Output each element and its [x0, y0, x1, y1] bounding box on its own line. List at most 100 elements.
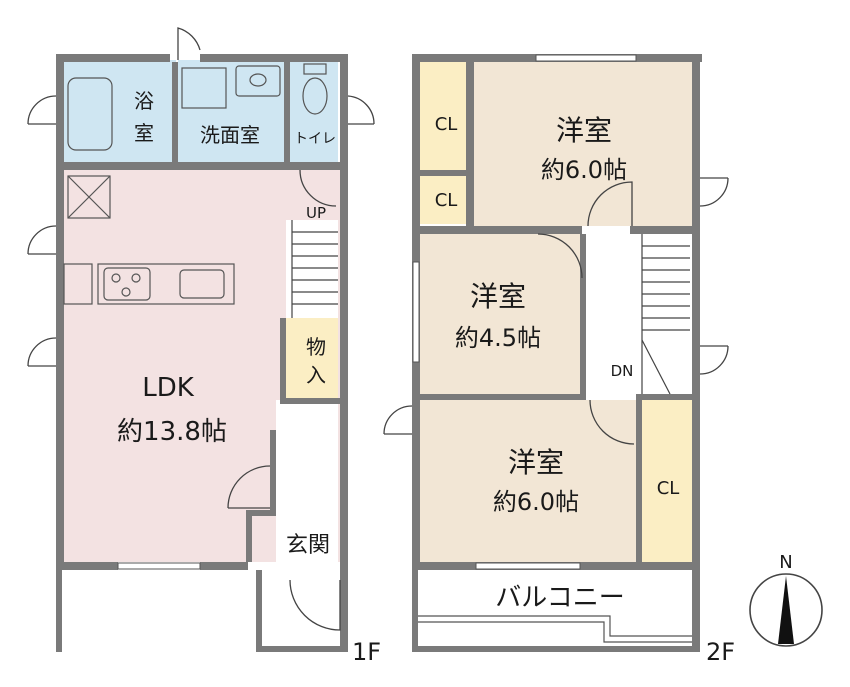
- balcony-rail: [418, 621, 692, 643]
- wall: [256, 570, 262, 652]
- entrance-area: [276, 400, 338, 562]
- wall: [466, 62, 474, 230]
- wall: [340, 54, 348, 652]
- door-swing: [27, 337, 57, 367]
- bathroom-area: [64, 60, 176, 162]
- window: [412, 261, 420, 363]
- wall: [200, 562, 248, 570]
- wall: [420, 394, 586, 400]
- window: [535, 54, 637, 62]
- washroom-area: [178, 60, 286, 162]
- washbasin: [235, 65, 281, 97]
- closet-1-label: CL: [435, 114, 458, 135]
- closet-3-label: CL: [657, 478, 680, 499]
- kitchen-sink: [179, 269, 225, 299]
- door-swing: [699, 345, 729, 375]
- door-swing: [289, 579, 341, 631]
- fridge-space: [63, 263, 93, 305]
- stairs-2f: [641, 234, 690, 395]
- wall: [420, 170, 470, 176]
- stair-down-label: DN: [611, 362, 634, 380]
- door-swing: [347, 95, 375, 125]
- door-swing: [589, 399, 635, 445]
- burner: [131, 273, 141, 283]
- washer-space: [181, 67, 227, 109]
- window: [117, 562, 201, 570]
- bath-label-1: 浴: [134, 89, 154, 113]
- closet-2-label: CL: [435, 190, 458, 211]
- toilet-label: トイレ: [294, 131, 336, 147]
- western-room-2-label: 洋室: [470, 280, 526, 313]
- western-room-1-label: 洋室: [556, 114, 612, 147]
- wall: [630, 226, 700, 234]
- wall: [692, 54, 700, 570]
- balcony-rail: [418, 615, 692, 637]
- western-room-2-area: [420, 234, 580, 394]
- wall: [636, 400, 642, 562]
- floor-2-label: 2F: [706, 638, 735, 666]
- wall: [200, 54, 348, 62]
- wall: [692, 570, 700, 652]
- door-swing: [587, 181, 633, 227]
- door-swing: [383, 405, 413, 435]
- stair-area-1f: [286, 220, 338, 318]
- entrance-label: 玄関: [286, 533, 330, 558]
- kitchen-counter: [97, 263, 235, 305]
- closet-3-area: [642, 400, 692, 562]
- wall: [172, 62, 178, 162]
- bath-label-2: 室: [134, 121, 154, 145]
- door-swing: [27, 225, 57, 255]
- vent-box: [67, 175, 111, 219]
- wall: [412, 646, 700, 652]
- wall: [284, 62, 290, 162]
- wall: [246, 510, 276, 516]
- wall: [56, 54, 170, 62]
- wall: [280, 318, 286, 404]
- bathtub: [67, 77, 113, 151]
- wall: [256, 646, 348, 652]
- western-room-1-size: 約6.0帖: [541, 156, 627, 184]
- stairs-1f: [291, 220, 338, 318]
- door-swing: [27, 95, 57, 125]
- western-room-3-area: [420, 400, 638, 562]
- closet-1-area: [420, 62, 472, 170]
- vent-line: [67, 175, 111, 219]
- wall: [420, 226, 582, 234]
- stove: [103, 267, 151, 301]
- wall: [56, 162, 340, 170]
- burner: [111, 273, 121, 283]
- wall: [56, 562, 118, 570]
- ldk-size-label: 約13.8帖: [117, 417, 227, 447]
- floor-1: 浴 室 洗面室 トイレ LDK 約13.8帖 物 入 玄関 UP 1F: [27, 27, 381, 666]
- balcony-label: バルコニー: [495, 583, 624, 613]
- western-room-1-area: [474, 62, 692, 226]
- compass-north-label: N: [779, 552, 792, 573]
- western-room-3-label: 洋室: [508, 446, 564, 479]
- floor-2: 洋室 約6.0帖 CL CL 洋室 約4.5帖 洋室 約6.0帖 CL DN バ…: [383, 54, 735, 666]
- floor-1-label: 1F: [352, 638, 381, 666]
- compass: N: [749, 552, 823, 647]
- sink-bowl: [249, 73, 267, 87]
- storage-label-1: 物: [306, 335, 326, 359]
- wall: [412, 570, 418, 652]
- toilet-area: [290, 60, 338, 162]
- ldk-label: LDK: [142, 373, 195, 403]
- wall: [56, 570, 62, 652]
- toilet-bowl: [302, 77, 328, 115]
- wall: [246, 510, 252, 562]
- wall: [636, 394, 692, 400]
- storage-area: [286, 318, 338, 398]
- storage-label-2: 入: [306, 363, 326, 387]
- burner: [121, 287, 131, 297]
- wall: [56, 54, 64, 570]
- closet-2-area: [420, 176, 472, 224]
- western-room-3-size: 約6.0帖: [493, 488, 579, 516]
- compass-needle-icon: [778, 576, 794, 644]
- wall: [270, 430, 276, 510]
- door-swing: [177, 27, 201, 60]
- wall: [280, 398, 340, 404]
- door-swing: [699, 177, 729, 207]
- wall: [580, 234, 586, 400]
- western-room-2-size: 約4.5帖: [455, 324, 541, 352]
- door-swing: [299, 169, 337, 207]
